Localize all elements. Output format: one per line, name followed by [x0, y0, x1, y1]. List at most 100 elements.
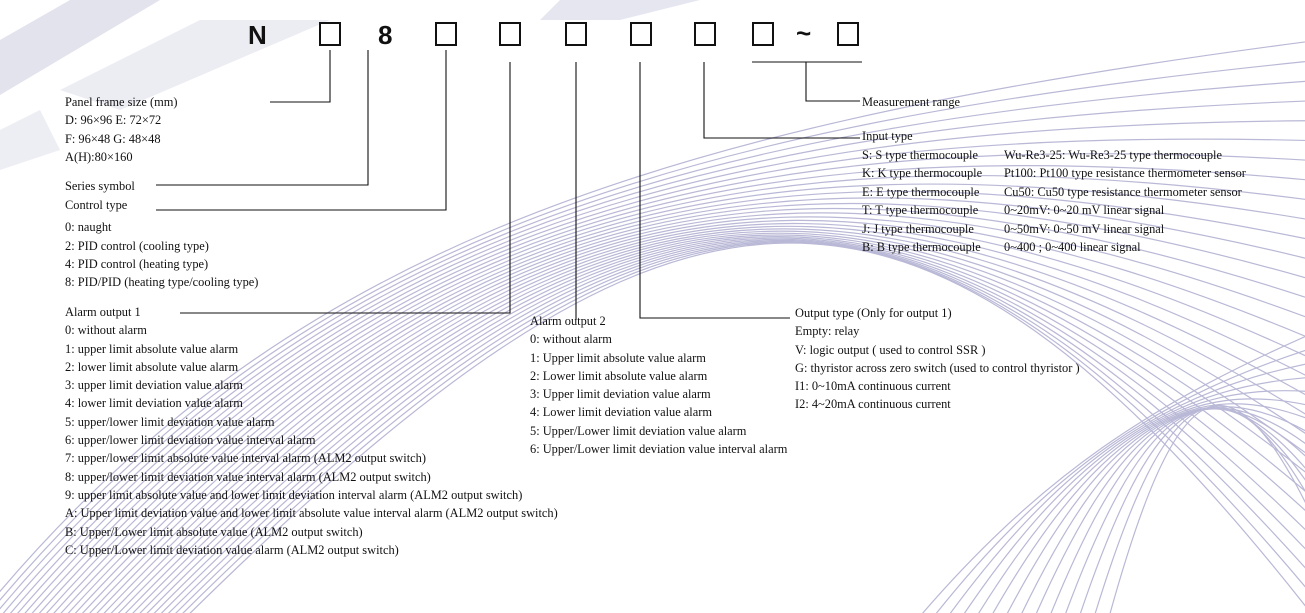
output-type-title: Output type (Only for output 1): [795, 306, 952, 320]
wave-line: [935, 349, 1305, 613]
alarm2-item: 1: Upper limit absolute value alarm: [530, 350, 706, 365]
alarm2-item: 4: Lower limit deviation value alarm: [530, 405, 713, 420]
output-type-item: I2: 4~20mA continuous current: [795, 397, 951, 412]
output-type-item: V: logic output ( used to control SSR ): [795, 342, 986, 357]
code-box-range-low: [752, 22, 774, 46]
code-box-input-type: [694, 22, 716, 46]
wave-line: [60, 197, 1305, 613]
input-type-title: Input type: [862, 129, 913, 143]
leader-alarm1: [180, 62, 511, 314]
alarm1-item: 3: upper limit deviation value alarm: [65, 378, 243, 393]
wave-line: [24, 153, 1305, 613]
input-type-row: K: K type thermocouple Pt100: Pt100 type…: [862, 164, 1246, 183]
wave-line: [139, 234, 1305, 613]
leader-range: [805, 62, 860, 102]
leader-panel-frame: [270, 50, 331, 103]
wave-line: [38, 174, 1305, 613]
series-section: Series symbol: [65, 177, 135, 195]
alarm1-title: Alarm output 1: [65, 305, 141, 319]
code-tilde: ~: [796, 18, 812, 48]
wave-line: [31, 165, 1305, 613]
alarm1-item: 7: upper/lower limit absolute value inte…: [65, 451, 426, 466]
leader-input: [703, 62, 860, 139]
input-type-thermocouple: K: K type thermocouple: [862, 166, 983, 180]
series-title: Series symbol: [65, 179, 135, 193]
measurement-title: Measurement range: [862, 95, 961, 109]
input-type-row: B: B type thermocouple 0~400 ; 0~400 lin…: [862, 238, 1141, 257]
wave-line: [1079, 407, 1305, 613]
code-box-alarm1: [499, 22, 521, 46]
corner-bands: [0, 0, 700, 170]
wave-line: [175, 240, 1305, 613]
control-type-title: Control type: [65, 198, 128, 212]
code-box-range-high: [837, 22, 859, 46]
wave-line: [963, 377, 1305, 613]
wave-line: [1006, 403, 1305, 613]
alarm2-item: 2: Lower limit absolute value alarm: [530, 368, 708, 383]
alarm1-item: 4: lower limit deviation value alarm: [65, 396, 243, 411]
wave-line: [125, 230, 1305, 613]
output-type-item: G: thyristor across zero switch (used to…: [795, 360, 1080, 375]
wave-line: [189, 242, 1305, 613]
output-type-section: Output type (Only for output 1) Empty: r…: [795, 304, 1080, 414]
alarm2-item: 5: Upper/Lower limit deviation value ala…: [530, 423, 747, 438]
alarm2-item: 6: Upper/Lower limit deviation value int…: [530, 442, 788, 457]
wave-line: [17, 138, 1305, 613]
control-type-section: Control type 0: naught 2: PID control (c…: [65, 196, 258, 291]
wave-line: [1109, 404, 1305, 613]
control-type-item: 2: PID control (cooling type): [65, 238, 209, 253]
input-type-signal: 0~20mV: 0~20 mV linear signal: [1004, 203, 1165, 217]
input-type-thermocouple: B: B type thermocouple: [862, 240, 981, 254]
wave-line: [89, 216, 1305, 613]
wave-line: [0, 41, 1305, 593]
wave-line: [96, 219, 1305, 613]
wave-line: [1050, 408, 1305, 613]
panel-frame-item: F: 96×48 G: 48×48: [65, 131, 161, 146]
wave-line: [978, 390, 1305, 613]
wave-line: [53, 190, 1305, 613]
wave-line: [182, 241, 1305, 613]
wave-line: [153, 237, 1305, 613]
alarm1-item: 6: upper/lower limit deviation value int…: [65, 433, 316, 448]
code-box-output-type: [630, 22, 652, 46]
wave-line: [46, 183, 1305, 613]
alarm1-item: C: Upper/Lower limit deviation value ala…: [65, 542, 399, 557]
wave-lines: [0, 41, 1305, 613]
alarm2-section: Alarm output 2 0: without alarm 1: Upper…: [530, 312, 787, 458]
wave-line: [67, 202, 1305, 613]
wave-line: [82, 212, 1305, 613]
wave-line: [922, 335, 1305, 613]
input-type-signal: Pt100: Pt100 type resistance thermometer…: [1004, 166, 1246, 180]
code-box-panel-frame: [319, 22, 341, 46]
wave-line: [117, 228, 1305, 613]
input-type-section: Input type S: S type thermocouple Wu-Re3…: [862, 127, 1246, 257]
alarm1-item: B: Upper/Lower limit absolute value (ALM…: [65, 524, 363, 539]
code-digit-8: 8: [378, 20, 393, 50]
control-type-item: 8: PID/PID (heating type/cooling type): [65, 275, 259, 290]
wave-line: [9, 120, 1305, 613]
input-type-signal: 0~400 ; 0~400 linear signal: [1004, 240, 1141, 254]
wave-line: [1035, 407, 1305, 613]
input-type-signal: Cu50: Cu50 type resistance thermometer s…: [1004, 184, 1242, 199]
wave-line: [110, 225, 1305, 613]
panel-frame-item: A(H):80×160: [65, 149, 133, 164]
alarm1-item: 5: upper/lower limit deviation value ala…: [65, 414, 275, 429]
leader-series: [156, 50, 369, 186]
panel-frame-title: Panel frame size (mm): [65, 95, 178, 109]
input-type-row: E: E type thermocouple Cu50: Cu50 type r…: [862, 183, 1242, 202]
output-type-item: I1: 0~10mA continuous current: [795, 379, 951, 394]
alarm2-item: 3: Upper limit deviation value alarm: [530, 387, 711, 402]
input-type-thermocouple: T: T type thermocouple: [862, 203, 979, 217]
alarm2-item: 0: without alarm: [530, 332, 612, 347]
wave-line: [2, 100, 1305, 613]
alarm1-section: Alarm output 1 0: without alarm 1: upper…: [65, 303, 558, 559]
alarm1-item: 1: upper limit absolute value alarm: [65, 341, 239, 356]
input-type-row: J: J type thermocouple 0~50mV: 0~50 mV l…: [862, 220, 1164, 239]
alarm1-item: 0: without alarm: [65, 323, 147, 338]
alarm1-item: 8: upper/lower limit deviation value int…: [65, 469, 431, 484]
panel-frame-section: Panel frame size (mm) D: 96×96 E: 72×72 …: [65, 93, 178, 166]
input-type-thermocouple: J: J type thermocouple: [862, 221, 974, 236]
alarm1-item: 2: lower limit absolute value alarm: [65, 359, 239, 374]
wave-line: [0, 61, 1305, 601]
output-type-item: Empty: relay: [795, 324, 860, 339]
